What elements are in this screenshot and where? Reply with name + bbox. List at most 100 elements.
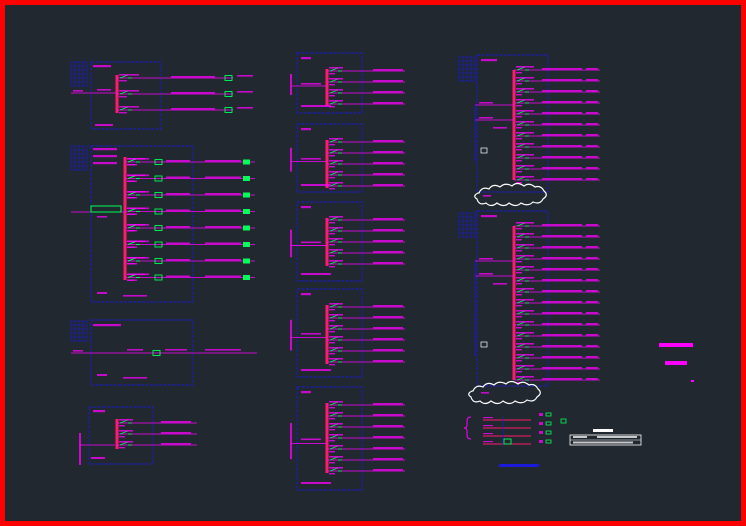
legend-label xyxy=(483,433,493,435)
circuit-label xyxy=(373,436,403,438)
circuit-label xyxy=(542,112,582,114)
circuit-label xyxy=(127,257,149,259)
circuit-label xyxy=(329,188,335,190)
circuit-group xyxy=(125,158,255,281)
circuit-row xyxy=(127,191,163,199)
circuit-label xyxy=(542,123,582,125)
circuit-label xyxy=(516,143,534,145)
circuit-label xyxy=(119,112,127,114)
circuit-label xyxy=(516,310,534,312)
circuit-label xyxy=(373,240,403,242)
circuit-label xyxy=(329,160,343,162)
circuit-row xyxy=(327,423,405,431)
cloud-label xyxy=(483,195,491,197)
circuit-label xyxy=(516,272,522,274)
circuit-label xyxy=(516,154,534,156)
circuit-label xyxy=(329,314,343,316)
circuit-label xyxy=(586,323,598,325)
outlet-symbol xyxy=(243,192,250,198)
circuit-row xyxy=(514,244,600,252)
circuit-label xyxy=(119,96,127,98)
circuit-label xyxy=(329,347,343,349)
circuit-label xyxy=(205,259,241,261)
legend-symbol xyxy=(539,440,543,443)
outlet-symbol xyxy=(243,242,250,247)
circuit-label xyxy=(586,112,598,114)
outlet-symbol xyxy=(154,225,163,231)
circuit-row xyxy=(327,160,405,168)
circuit-label xyxy=(516,360,522,362)
circuit-label xyxy=(373,458,403,460)
legend-symbol xyxy=(539,413,543,416)
circuit-label xyxy=(329,216,343,218)
distribution-panel-outline xyxy=(296,386,363,491)
circuit-label xyxy=(329,89,343,91)
circuit-group xyxy=(117,419,197,449)
circuit-row xyxy=(327,303,405,311)
panel-title xyxy=(301,293,311,296)
circuit-label xyxy=(586,90,598,92)
circuit-label xyxy=(373,349,403,351)
circuit-label xyxy=(127,158,149,160)
circuit-label xyxy=(516,182,522,184)
circuit-label xyxy=(119,74,139,76)
circuit-label xyxy=(516,72,522,74)
circuit-row xyxy=(117,90,233,98)
panel-note xyxy=(301,273,331,275)
circuit-label xyxy=(237,91,253,93)
circuit-label xyxy=(586,79,598,81)
circuit-label xyxy=(586,101,598,103)
circuit-row xyxy=(327,216,405,224)
distribution-panel-outline xyxy=(90,145,194,303)
circuit-group xyxy=(117,74,233,114)
circuit-label xyxy=(542,367,582,369)
circuit-label xyxy=(516,354,534,356)
title-block-text xyxy=(597,436,637,438)
circuit-row xyxy=(327,227,405,235)
circuit-row xyxy=(514,165,600,173)
circuit-row xyxy=(327,401,405,409)
circuit-label xyxy=(373,80,403,82)
circuit-label xyxy=(542,345,582,347)
circuit-label xyxy=(542,79,582,81)
circuit-label xyxy=(586,312,598,314)
circuit-row xyxy=(127,224,163,232)
main-breaker-box xyxy=(90,205,122,213)
circuit-row xyxy=(514,99,600,107)
circuit-label xyxy=(373,251,403,253)
circuit-group xyxy=(127,158,163,281)
circuit-label xyxy=(237,107,253,109)
circuit-row xyxy=(514,354,600,362)
circuit-label xyxy=(542,356,582,358)
circuit-label xyxy=(127,279,137,281)
panel-note xyxy=(301,184,331,186)
circuit-label xyxy=(329,138,343,140)
circuit-label xyxy=(161,432,191,434)
circuit-label xyxy=(373,173,403,175)
circuit-label xyxy=(165,349,187,351)
feeder-label xyxy=(73,350,83,352)
panel-note xyxy=(301,105,331,107)
circuit-label xyxy=(373,162,403,164)
panel-note xyxy=(301,369,331,371)
circuit-label xyxy=(329,84,335,86)
circuit-row xyxy=(514,365,600,373)
circuit-label xyxy=(516,244,534,246)
circuit-label xyxy=(329,166,335,168)
circuit-row xyxy=(327,358,405,366)
outlet-symbol xyxy=(224,91,233,97)
feeder-label xyxy=(301,241,321,244)
panel-note xyxy=(97,374,107,376)
circuit-label xyxy=(516,228,522,230)
circuit-label xyxy=(542,167,582,169)
distribution-panel-outline xyxy=(296,52,363,114)
circuit-label xyxy=(329,266,335,268)
circuit-label xyxy=(329,423,343,425)
circuit-label xyxy=(329,171,343,173)
circuit-label xyxy=(516,376,534,378)
circuit-label xyxy=(329,451,335,453)
legend-label xyxy=(483,441,493,443)
circuit-label xyxy=(161,443,191,445)
feeder-label xyxy=(479,273,493,275)
circuit-row xyxy=(327,456,405,464)
